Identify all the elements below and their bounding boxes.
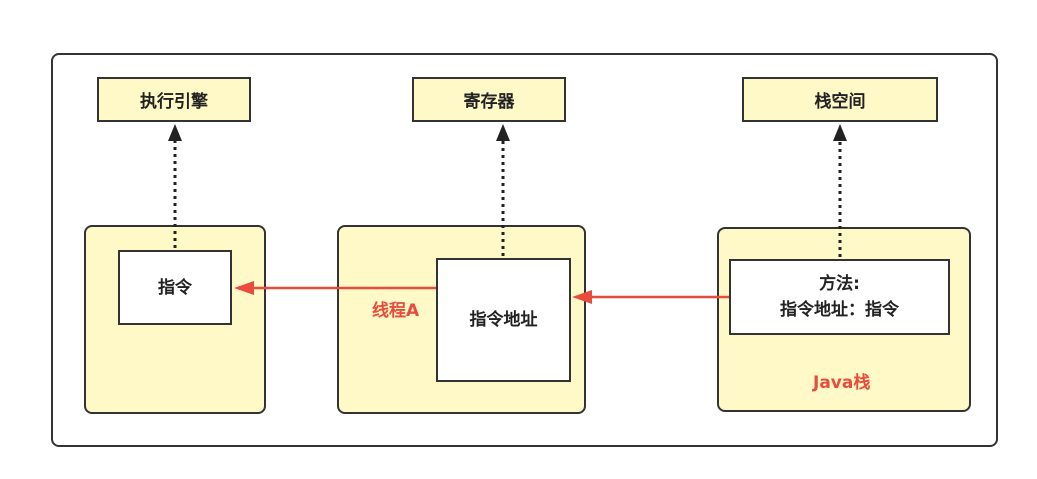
stack-space-label: 栈空间 [814,92,866,112]
instruction-label: 指令 [158,277,192,298]
execution-engine-label: 执行引擎 [140,92,208,112]
method-line-2: 指令地址：指令 [780,300,899,320]
stack-space-box: 栈空间 [742,77,938,122]
execution-engine-box: 执行引擎 [97,77,251,122]
method-line-1: 方法: [819,274,860,294]
instruction-address-label: 指令地址 [469,310,538,330]
register-label: 寄存器 [463,92,515,112]
method-box: 方法: 指令地址：指令 [729,259,950,335]
java-stack-label: Java栈 [813,373,871,393]
thread-label: 线程A [372,301,420,321]
register-box: 寄存器 [412,77,566,122]
instruction-box: 指令 [118,250,232,325]
instruction-address-box: 指令地址 [436,258,571,382]
